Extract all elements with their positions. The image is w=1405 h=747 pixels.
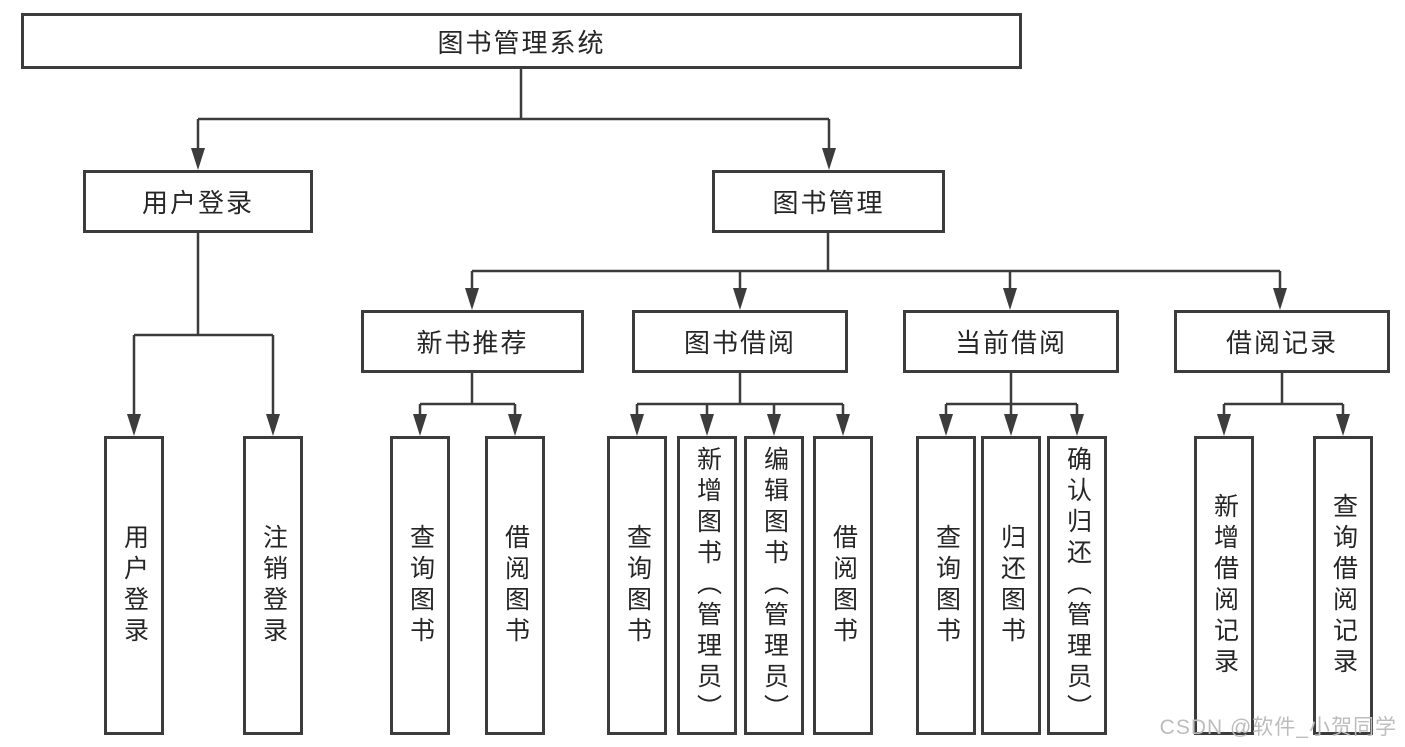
connector-lines [132, 68, 1345, 416]
leaf-current-query-book: 查询图书 [916, 436, 976, 735]
leaf-recommend-borrow-book: 借阅图书 [485, 436, 545, 735]
leaf-borrow-borrow-book: 借阅图书 [813, 436, 873, 735]
leaf-current-confirm-return-admin: 确认归还（管理员） [1047, 436, 1107, 735]
leaf-borrow-edit-book-admin: 编辑图书（管理员） [744, 436, 804, 735]
leaf-current-return-book: 归还图书 [981, 436, 1041, 735]
node-current-borrow: 当前借阅 [903, 310, 1119, 373]
leaf-user-login: 用户登录 [104, 436, 164, 735]
node-new-book-recommend: 新书推荐 [361, 310, 584, 373]
node-book-borrow: 图书借阅 [632, 310, 848, 373]
leaf-borrow-query-book: 查询图书 [607, 436, 667, 735]
node-book-management: 图书管理 [712, 170, 945, 233]
node-user-login: 用户登录 [83, 170, 313, 233]
node-borrow-record: 借阅记录 [1174, 310, 1390, 373]
arrowheads [127, 148, 1350, 436]
leaf-logout-login: 注销登录 [243, 436, 303, 735]
leaf-recommend-query-book: 查询图书 [390, 436, 450, 735]
leaf-record-add-borrow-record: 新增借阅记录 [1194, 436, 1254, 735]
node-library-management-system: 图书管理系统 [21, 13, 1022, 69]
leaf-record-query-borrow-record: 查询借阅记录 [1313, 436, 1373, 735]
leaf-borrow-add-book-admin: 新增图书（管理员） [677, 436, 737, 735]
csdn-watermark: CSDN @软件_小贺同学 [1159, 716, 1397, 739]
